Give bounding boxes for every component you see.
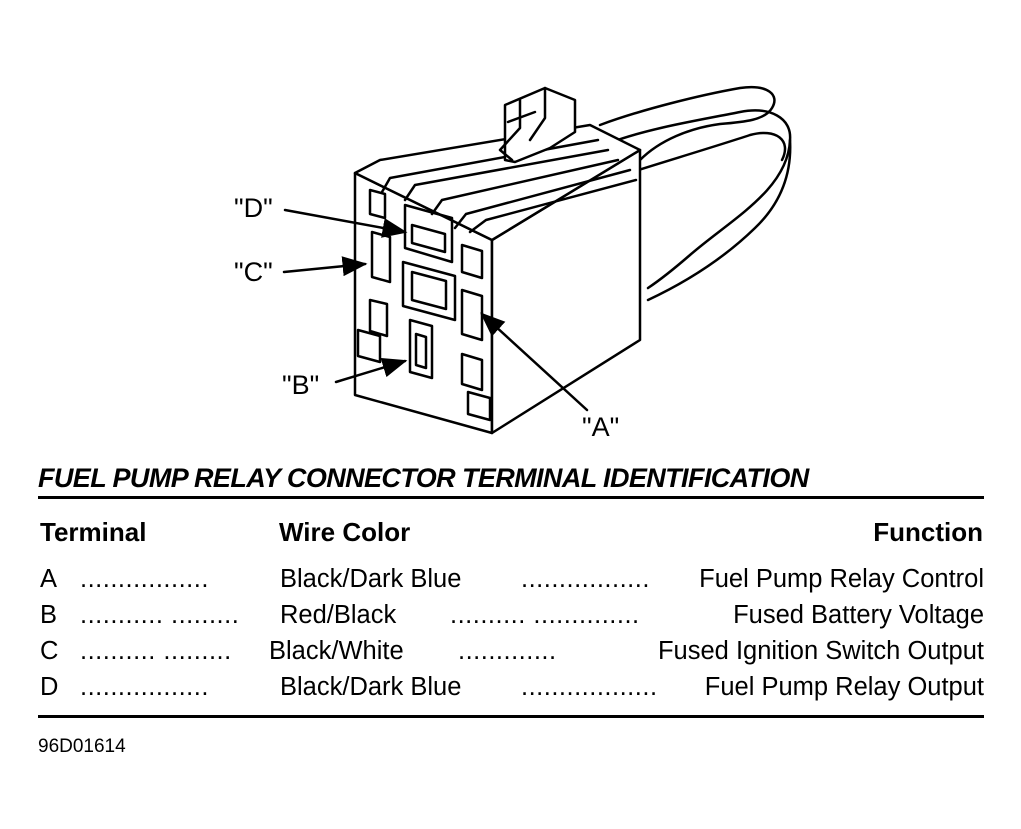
relay-connector-illustration bbox=[282, 85, 792, 435]
row-function: Fuel Pump Relay Control bbox=[699, 565, 984, 593]
header-function: Function bbox=[873, 517, 983, 547]
row-terminal: A bbox=[40, 565, 58, 593]
row-wire-color: Red/Black bbox=[280, 601, 397, 629]
row-function: Fused Battery Voltage bbox=[733, 601, 984, 629]
bottom-rule bbox=[38, 715, 984, 718]
header-wire-color: Wire Color bbox=[279, 517, 411, 547]
row-leader-dots: .......... .............. bbox=[450, 601, 640, 629]
terminal-cavities bbox=[356, 188, 492, 422]
row-terminal: C bbox=[40, 637, 59, 665]
row-leader-dots: ............. bbox=[458, 637, 557, 665]
header-terminal: Terminal bbox=[40, 517, 147, 547]
row-function: Fuel Pump Relay Output bbox=[704, 673, 984, 701]
table-title: FUEL PUMP RELAY CONNECTOR TERMINAL IDENT… bbox=[38, 463, 809, 493]
row-function: Fused Ignition Switch Output bbox=[657, 637, 984, 665]
row-terminal: D bbox=[40, 673, 59, 701]
row-terminal: B bbox=[40, 601, 58, 629]
top-rule bbox=[38, 496, 984, 499]
row-leader-dots: ................. bbox=[521, 565, 650, 593]
row-leader-dots: .......... ......... bbox=[80, 637, 232, 665]
row-leader-dots: ........... ......... bbox=[80, 601, 240, 629]
table-row: A ................. Black/Dark Blue ....… bbox=[38, 565, 984, 595]
connector-body bbox=[353, 86, 642, 435]
table-row: D ................. Black/Dark Blue ....… bbox=[38, 673, 984, 703]
callout-label-b: "B" bbox=[282, 370, 320, 400]
table-row: B ........... ......... Red/Black ......… bbox=[38, 601, 984, 631]
row-leader-dots: ................. bbox=[80, 565, 209, 593]
row-leader-dots: .................. bbox=[521, 673, 658, 701]
callout-arrows bbox=[282, 208, 589, 412]
row-leader-dots: ................. bbox=[80, 673, 209, 701]
callout-label-a: "A" bbox=[582, 412, 620, 442]
row-wire-color: Black/Dark Blue bbox=[280, 565, 462, 593]
row-wire-color: Black/White bbox=[269, 637, 404, 665]
table-row: C .......... ......... Black/White .....… bbox=[38, 637, 984, 667]
wire-harness bbox=[598, 85, 792, 302]
row-wire-color: Black/Dark Blue bbox=[280, 673, 462, 701]
callout-label-c: "C" bbox=[234, 257, 273, 287]
callout-label-d: "D" bbox=[234, 193, 273, 223]
figure-id: 96D01614 bbox=[38, 736, 126, 757]
